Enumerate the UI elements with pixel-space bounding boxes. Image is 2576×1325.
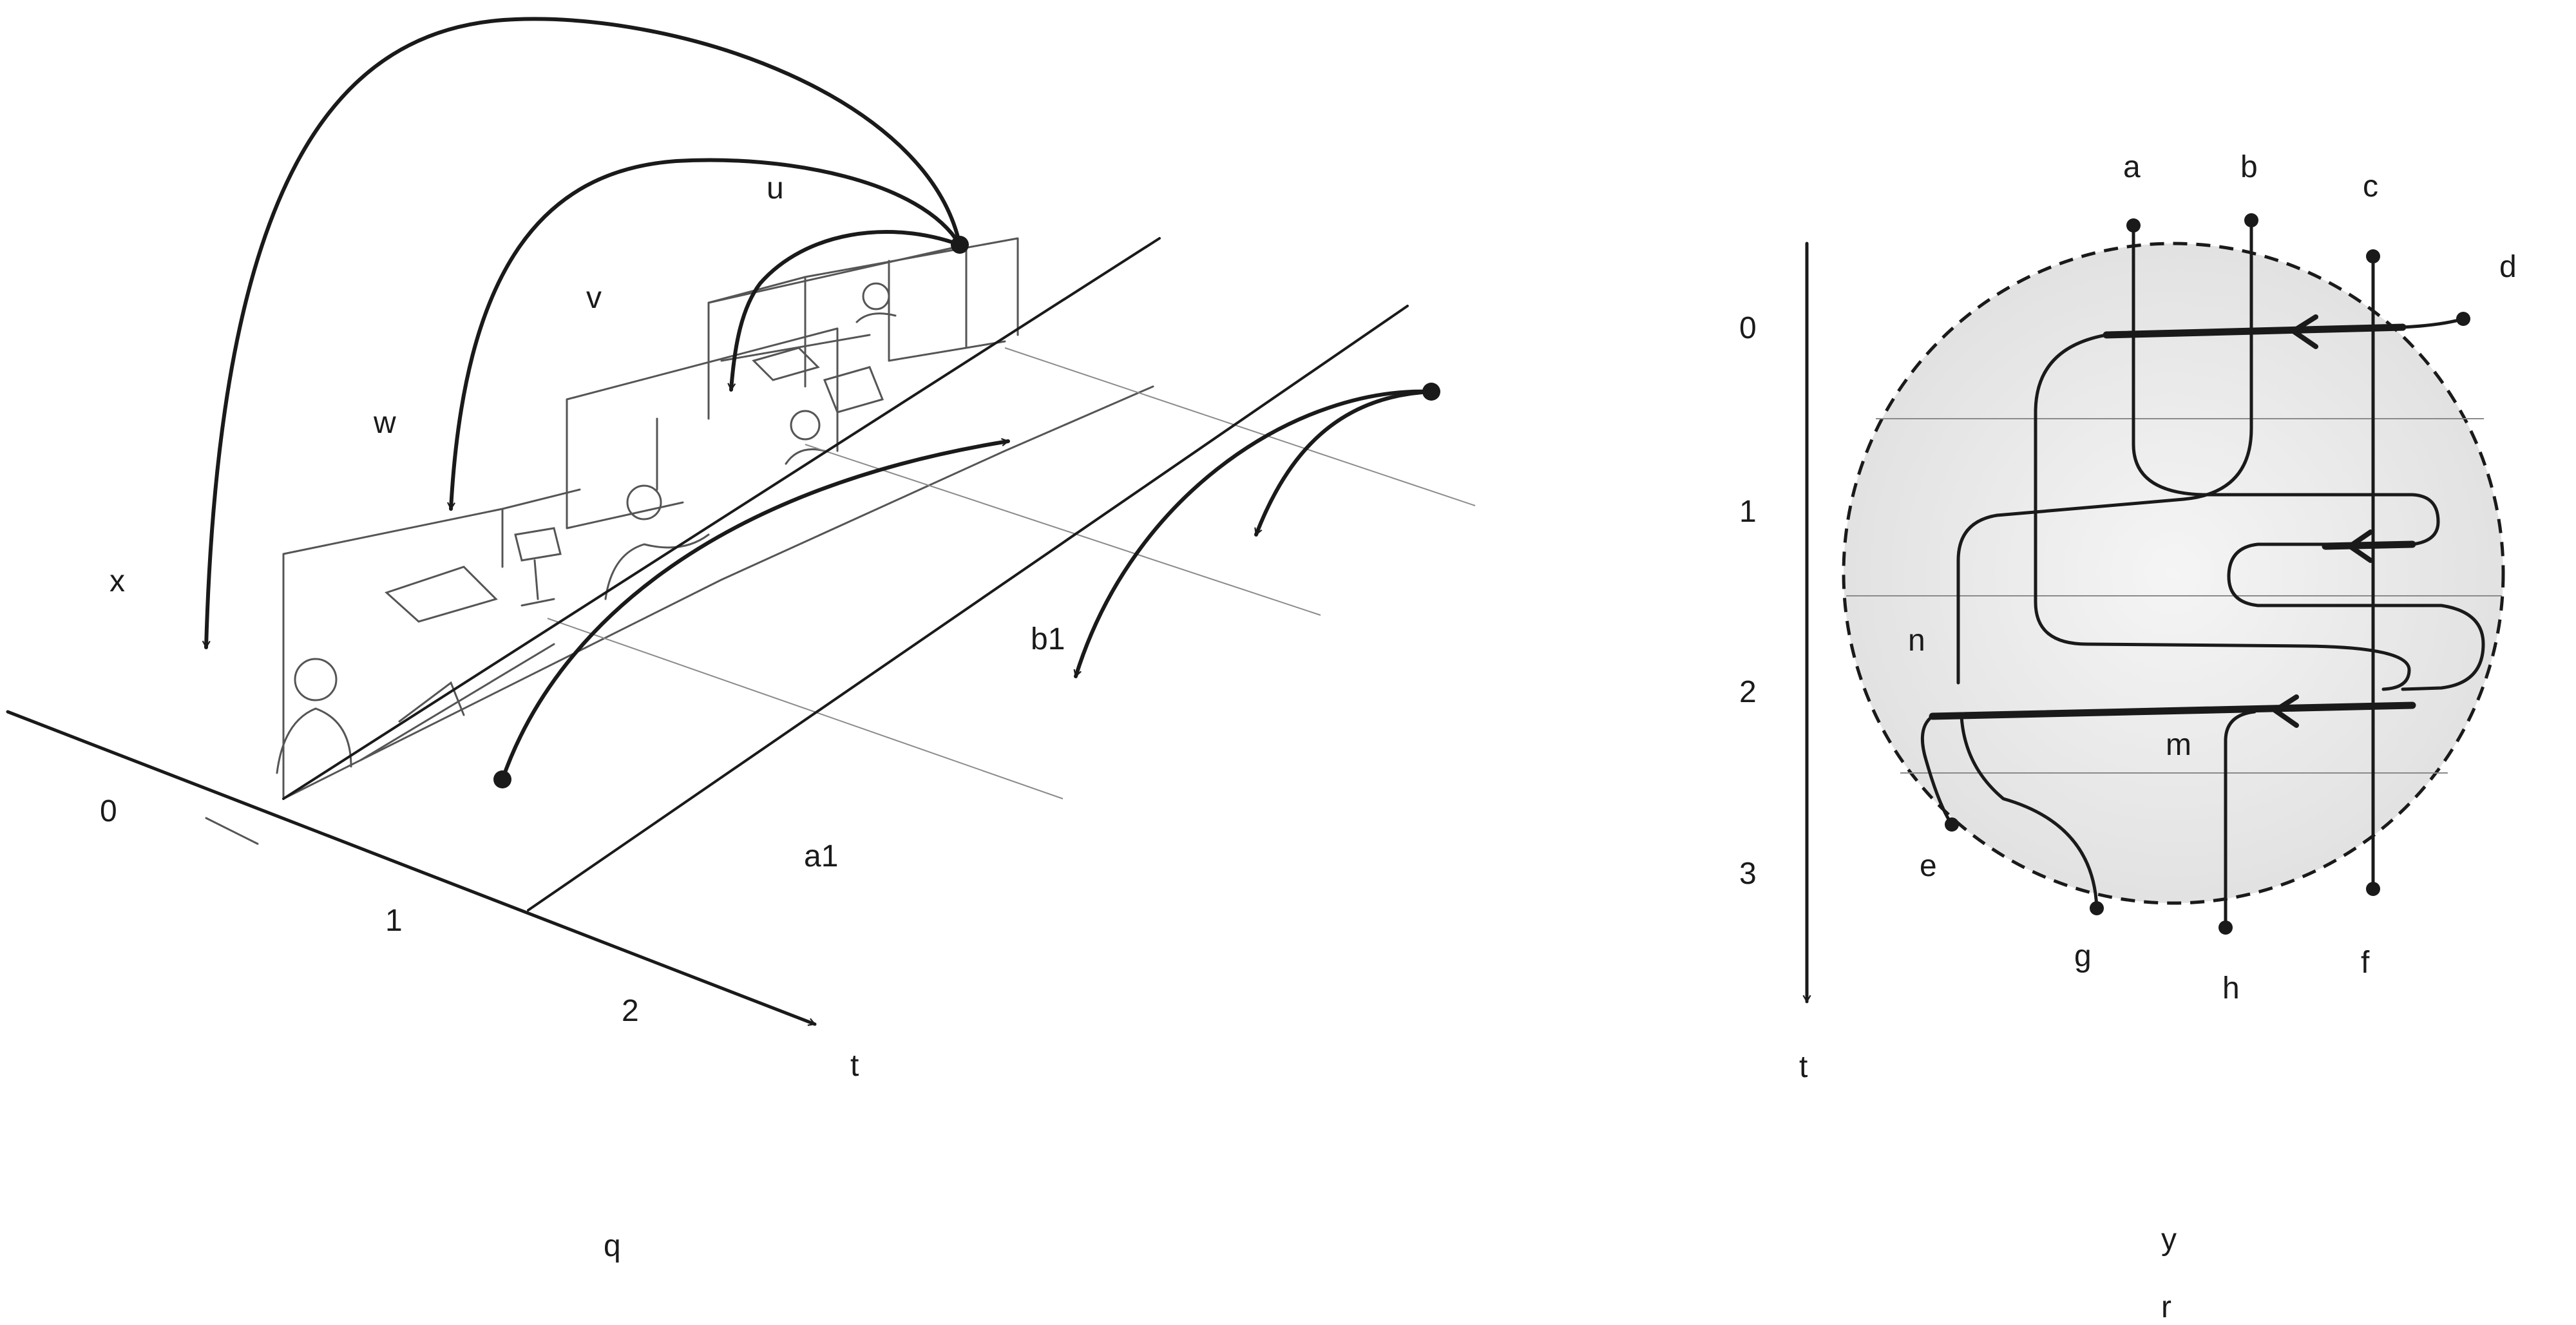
region-label-m: m [2166,728,2191,762]
boundary-label-g: g [2074,939,2092,973]
label-v: v [586,281,602,315]
tick-label-3: 3 [1739,857,1757,891]
axis-label-t: t [1799,1050,1808,1084]
axis-label-t: t [850,1049,859,1083]
caption-r: r [2161,1290,2171,1324]
arrow-a1 [501,438,1010,781]
arrow-v [727,230,962,392]
disk-slice-lines [1846,418,2502,774]
arrow-b1 [1073,389,1433,678]
time-axis [6,710,817,1026]
curved-arrows [202,17,1440,788]
tick-label-0: 0 [1739,311,1757,345]
boundary-label-d: d [2499,250,2517,284]
boundary-label-a: a [2123,150,2141,184]
label-u: u [767,171,784,205]
worldlines [1920,217,2485,929]
time-slice-lines [547,347,1476,799]
boundary-label-c: c [2363,169,2378,204]
tick-label-0: 0 [100,794,117,828]
slice-boundary-front [527,305,1409,911]
caption-y: y [2161,1223,2177,1257]
office-cubicle-sketch [205,237,1154,845]
left-panel: u v w x a1 b1 0 1 2 t q [6,17,1476,1263]
slice-boundary-back [282,237,1161,800]
tick-label-1: 1 [385,904,403,938]
label-a1: a1 [804,839,838,873]
tick-label-1: 1 [1739,495,1757,529]
region-label-n: n [1908,624,1925,658]
arrow-w [447,158,962,511]
label-w: w [373,406,396,440]
boundary-dots [1945,213,2470,935]
label-b1: b1 [1031,622,1065,656]
label-x: x [110,564,125,598]
boundary-label-b: b [2240,150,2258,184]
boundary-label-f: f [2361,946,2370,980]
tick-label-2: 2 [1739,675,1757,709]
right-panel: 0 1 2 3 t [1739,150,2517,1324]
boundary-label-h: h [2222,971,2240,1006]
arrow-x [202,17,962,649]
arrow-b1-short [1254,390,1433,537]
boundary-label-e: e [1920,849,1937,883]
spacetime-disk [1842,242,2505,905]
caption-q: q [604,1229,621,1263]
tick-label-2: 2 [622,994,639,1028]
